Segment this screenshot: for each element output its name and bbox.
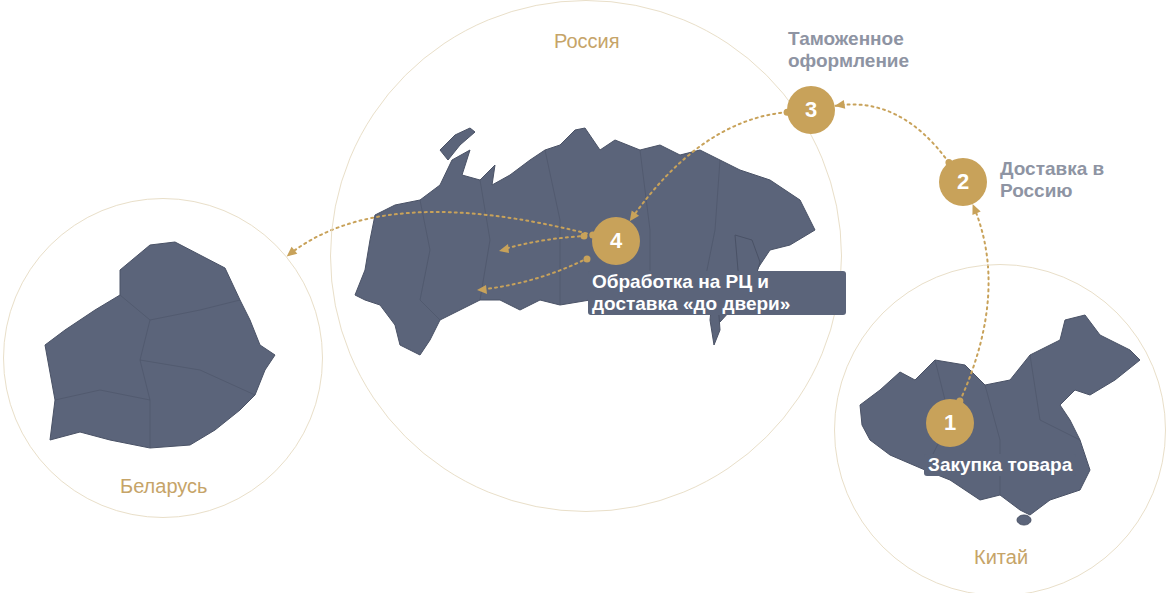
- region-border: [985, 385, 1000, 495]
- dotted-connector: [630, 109, 791, 222]
- delivery-arrow: [486, 258, 588, 289]
- step-circle: 4Обработка на РЦ и доставка «до двери»: [592, 217, 640, 265]
- delivery-arrow: [508, 236, 586, 248]
- arrow-head: [972, 204, 980, 215]
- russia-map: [355, 128, 815, 355]
- region-border: [150, 300, 240, 320]
- arrow-dot: [584, 256, 591, 263]
- step-circle: 2Доставка в Россию: [939, 158, 987, 206]
- country-name: Россия: [554, 30, 620, 53]
- arrow-head: [835, 100, 846, 109]
- country-circle: Китай1Закупка товара: [834, 264, 1166, 593]
- china-map: [860, 315, 1140, 515]
- dotted-connector: [956, 204, 988, 405]
- arrow-head: [477, 285, 487, 294]
- novaya-zemlya-map: [440, 128, 475, 160]
- connector-line: [287, 212, 593, 257]
- region-border: [120, 295, 150, 448]
- arrow-head: [630, 211, 639, 222]
- belarus-map: [45, 242, 275, 448]
- dotted-connector: [287, 212, 597, 257]
- step-circle: 3Таможенное оформление: [787, 86, 835, 134]
- arrow-head: [287, 247, 298, 257]
- arrow-head: [499, 244, 509, 253]
- region-border: [420, 200, 440, 320]
- step-number: 4: [592, 217, 640, 265]
- connector-line: [835, 104, 949, 162]
- country-circle: Россия 4Обработка на РЦ и доставка «до дв…: [330, 0, 842, 512]
- step-label: Таможенное оформление: [788, 28, 938, 72]
- country-name: Беларусь: [120, 475, 207, 498]
- connector-line: [630, 112, 787, 221]
- step-label: Закупка товара: [924, 454, 1076, 476]
- step-number: 1: [926, 399, 974, 447]
- country-name: Китай: [974, 546, 1028, 569]
- hainan-map: [1017, 515, 1031, 525]
- dotted-connector: [835, 100, 953, 166]
- step-circle: 1Закупка товара: [926, 399, 974, 447]
- step-number: 2: [939, 158, 987, 206]
- region-border: [55, 390, 150, 400]
- region-border: [140, 360, 255, 395]
- step-label: Обработка на РЦ и доставка «до двери»: [588, 271, 846, 315]
- country-circle: Беларусь: [3, 198, 323, 518]
- connector-line: [960, 204, 989, 401]
- region-border: [1030, 355, 1080, 440]
- step-number: 3: [787, 86, 835, 134]
- step-label: Доставка в Россию: [1000, 158, 1125, 202]
- region-border: [480, 180, 490, 300]
